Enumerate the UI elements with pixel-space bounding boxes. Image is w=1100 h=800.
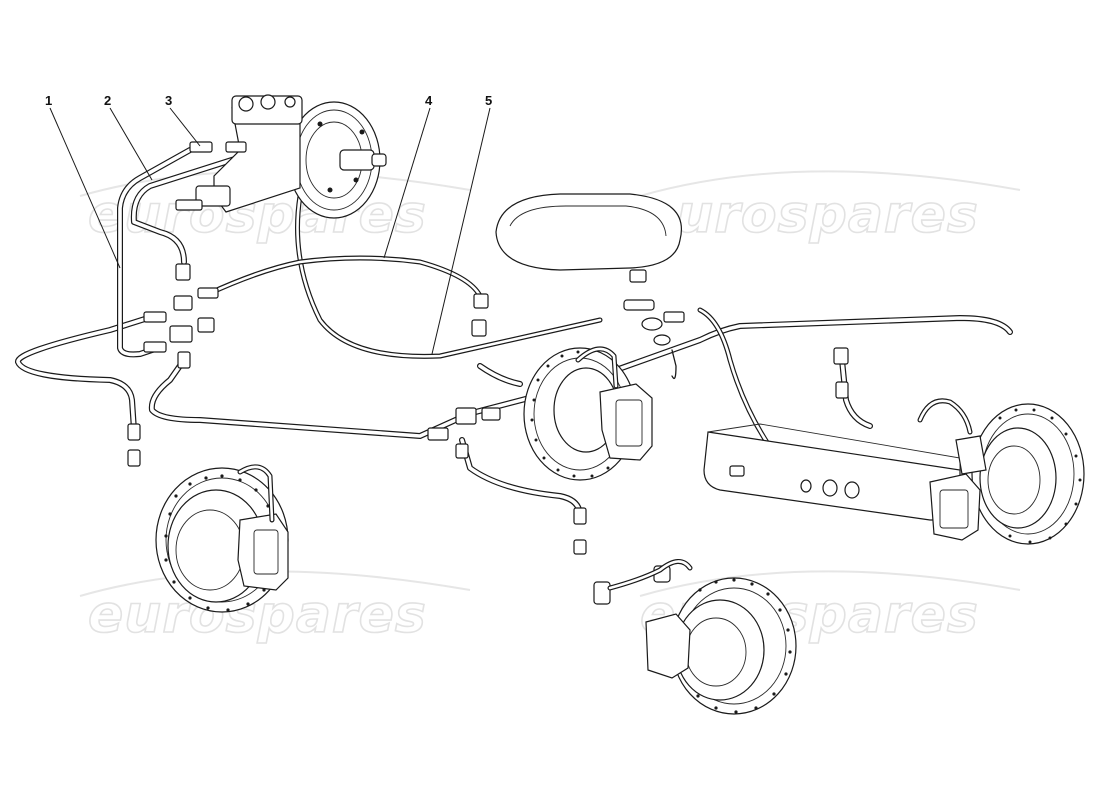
brake-disc-front-right — [523, 346, 653, 481]
brake-fittings — [127, 263, 849, 605]
watermark-swoosh — [639, 570, 1021, 597]
callout-5: 5 — [485, 93, 492, 108]
watermark-top-right: eurospares — [640, 185, 979, 245]
callout-3: 3 — [165, 93, 172, 108]
fluid-reservoir — [495, 193, 685, 380]
callout-leaders — [49, 107, 491, 355]
callout-1: 1 — [45, 93, 52, 108]
brake-disc-rear-right — [929, 403, 1085, 545]
callout-2: 2 — [104, 93, 111, 108]
master-cylinder — [175, 94, 303, 213]
callout-4: 4 — [425, 93, 433, 108]
brake-pipes — [15, 315, 1013, 519]
watermark-swoosh — [639, 170, 1021, 197]
brake-disc-rear-left — [607, 559, 797, 715]
heater-box — [703, 423, 961, 521]
vacuum-hoses — [205, 193, 973, 489]
brake-disc-front-left — [155, 464, 289, 613]
master-cylinder-lines — [117, 147, 241, 358]
callout-labels: 1 2 3 4 5 — [45, 93, 492, 108]
brake-booster — [287, 101, 387, 219]
